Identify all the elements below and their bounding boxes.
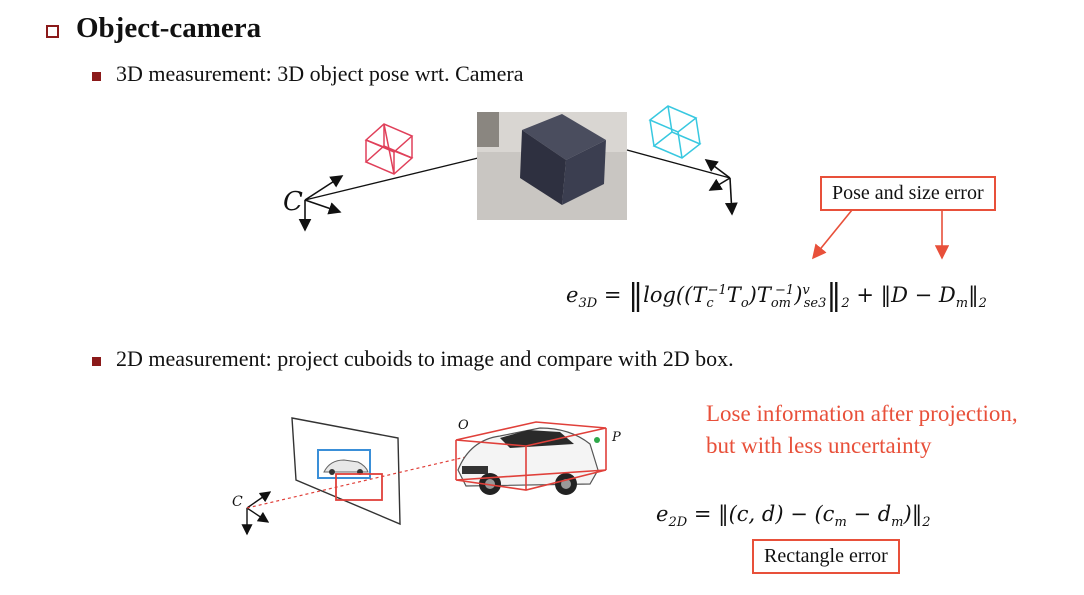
equation-2d: e2D = ‖(c, d) − (cm − dm)‖2	[656, 502, 931, 531]
note-line-1: Lose information after projection,	[706, 401, 1018, 426]
projected-car-thumbnail	[317, 449, 383, 501]
cyan-cube-icon	[648, 105, 702, 159]
rectangle-error-callout: Rectangle error	[752, 539, 900, 574]
object-photo	[477, 112, 627, 220]
red-cube-icon	[364, 123, 414, 175]
equation-3d: e3D = ‖log((Tc−1To)Tom−1)vse3‖2 + ‖D − D…	[566, 278, 987, 313]
camera-label-3d: C	[283, 187, 303, 217]
car-cuboid	[455, 421, 607, 495]
camera-object-line	[304, 157, 479, 201]
bullet-square-icon	[92, 72, 101, 81]
note-line-2: but with less uncertainty	[706, 433, 932, 458]
bullet-3d-measurement: 3D measurement: 3D object pose wrt. Came…	[116, 61, 524, 86]
pose-size-error-callout: Pose and size error	[820, 176, 996, 211]
object-frame-3d-icon	[704, 159, 738, 216]
label-p: P	[611, 430, 621, 445]
camera-label-2d: C	[232, 494, 243, 510]
camera-frame-3d-icon	[298, 175, 344, 232]
label-o: O	[458, 418, 469, 433]
bullet-square-icon	[92, 357, 101, 366]
camera-frame-2d-icon	[241, 491, 272, 536]
image-plane	[291, 417, 401, 526]
bullet-2d-measurement: 2D measurement: project cuboids to image…	[116, 346, 734, 371]
callout-arrows	[811, 209, 950, 260]
heading-bullet-icon	[46, 25, 59, 38]
section-heading: Object-camera	[76, 12, 262, 44]
projection-ray	[246, 455, 471, 509]
